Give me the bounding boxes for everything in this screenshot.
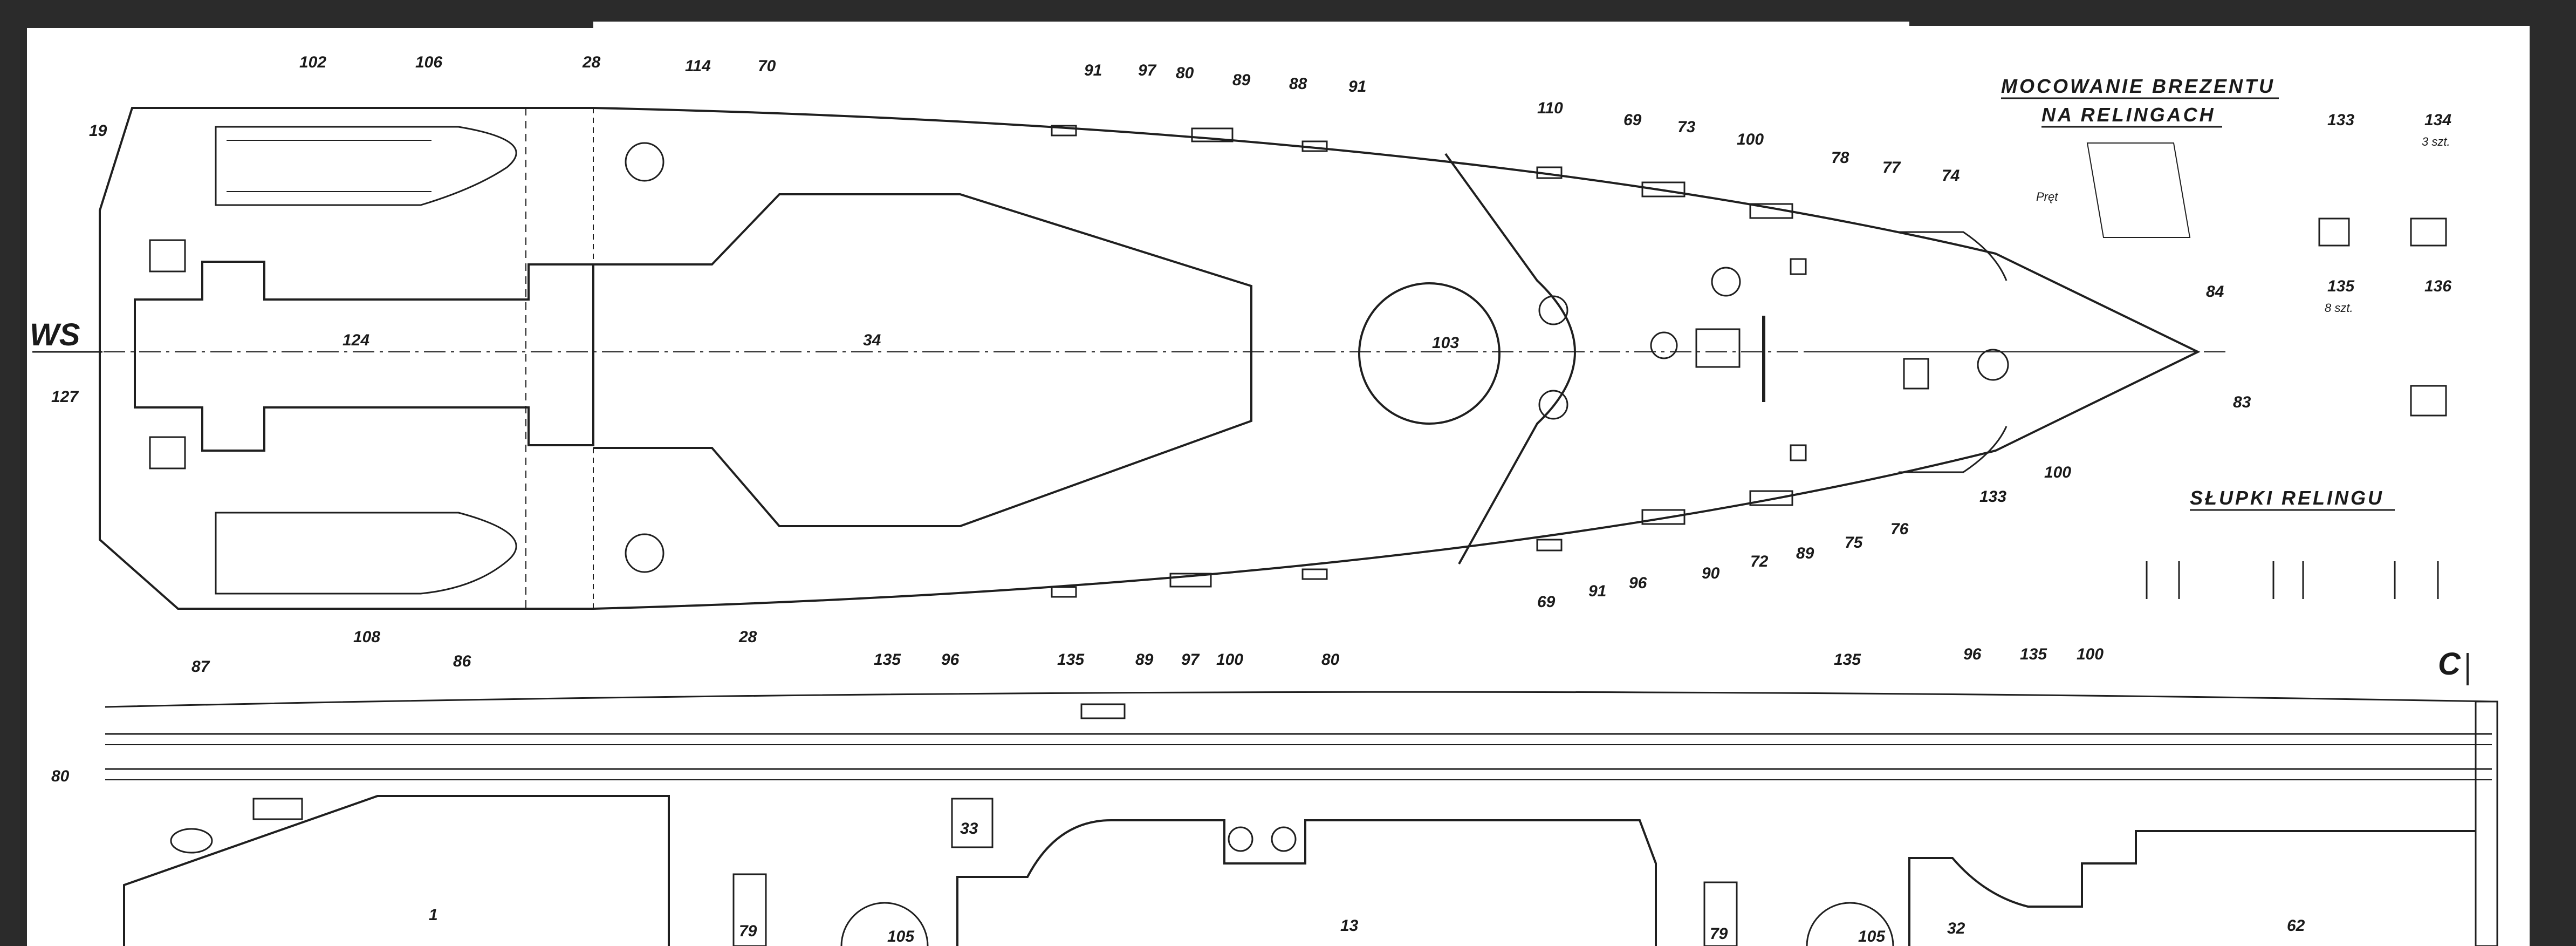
side-labels: 1 79 105 13 79 105 32 62 33 bbox=[429, 820, 2305, 945]
deck-plan bbox=[32, 107, 2228, 610]
callout: 97 bbox=[1138, 62, 1157, 79]
callout: 80 bbox=[51, 767, 70, 785]
deck-labels: 124 34 103 bbox=[342, 331, 1459, 352]
callout: 91 bbox=[1588, 582, 1606, 600]
callout: 100 bbox=[2077, 645, 2104, 663]
callout: 73 bbox=[1677, 118, 1696, 136]
callout: 69 bbox=[1623, 111, 1642, 129]
label-33: 33 bbox=[960, 820, 978, 838]
side-elevation bbox=[105, 691, 2498, 946]
callout: 102 bbox=[299, 53, 326, 71]
title-line-1: MOCOWANIE BREZENTU bbox=[2001, 75, 2275, 97]
callout: 127 bbox=[51, 388, 79, 406]
callout: 89 bbox=[1232, 71, 1251, 89]
label-13: 13 bbox=[1340, 917, 1359, 935]
callout: 91 bbox=[1348, 78, 1366, 96]
title-line-2: NA RELINGACH bbox=[2041, 104, 2216, 126]
legend-136: 136 bbox=[2424, 277, 2451, 295]
label-79: 79 bbox=[739, 922, 757, 940]
callout: 100 bbox=[1216, 651, 1243, 669]
side-callouts: 87 86 80 135 96 135 89 97 100 80 135 96 … bbox=[51, 645, 2104, 785]
callout: 88 bbox=[1289, 75, 1307, 93]
callout: 108 bbox=[353, 628, 380, 646]
callout: 135 bbox=[1834, 651, 1861, 669]
callout: 135 bbox=[1057, 651, 1085, 669]
callout: 80 bbox=[1321, 651, 1340, 669]
label-105b: 105 bbox=[1858, 928, 1886, 945]
label-34: 34 bbox=[863, 331, 881, 349]
callout: 100 bbox=[1737, 131, 1764, 148]
callout: 80 bbox=[1176, 64, 1194, 82]
callout: 28 bbox=[582, 53, 601, 71]
legend-133: 133 bbox=[2327, 111, 2354, 129]
pret-label: Pręt bbox=[2036, 190, 2058, 203]
title-block: MOCOWANIE BREZENTU NA RELINGACH Pręt bbox=[2001, 75, 2279, 238]
label-1: 1 bbox=[429, 906, 438, 924]
callout: 76 bbox=[1890, 520, 1909, 538]
callout: 96 bbox=[1963, 645, 1982, 663]
label-32: 32 bbox=[1947, 920, 1965, 937]
callout: 69 bbox=[1537, 593, 1556, 611]
callout: 97 bbox=[1181, 651, 1200, 669]
callout: 90 bbox=[1702, 564, 1720, 582]
callout: 78 bbox=[1831, 149, 1849, 167]
callout: 135 bbox=[874, 651, 901, 669]
callout: 86 bbox=[453, 652, 471, 670]
callout: 74 bbox=[1942, 167, 1960, 185]
section-marker: C bbox=[2438, 646, 2461, 682]
callout: 135 bbox=[2020, 645, 2047, 663]
callout: 84 bbox=[2206, 283, 2224, 301]
legend-135-qty: 8 szt. bbox=[2325, 301, 2353, 315]
label-124: 124 bbox=[342, 331, 369, 349]
legend-135: 135 bbox=[2327, 277, 2355, 295]
callout: 89 bbox=[1796, 545, 1814, 562]
parts-legend: 133 134 3 szt. 135 8 szt. 136 bbox=[2318, 111, 2451, 417]
callout: 70 bbox=[758, 57, 776, 75]
callout: 96 bbox=[1629, 574, 1647, 592]
callout: 91 bbox=[1084, 62, 1102, 79]
callout: 77 bbox=[1882, 159, 1901, 176]
callout: 83 bbox=[2233, 393, 2251, 411]
callout: 28 bbox=[738, 628, 757, 646]
callout: 100 bbox=[2044, 464, 2071, 481]
railing-section: SŁUPKI RELINGU bbox=[2146, 487, 2439, 599]
callout: 72 bbox=[1750, 553, 1769, 570]
callout: 110 bbox=[1537, 99, 1563, 117]
top-callouts: 102 106 28 114 70 91 97 80 89 88 91 110 … bbox=[51, 53, 2251, 646]
callout: 89 bbox=[1135, 651, 1154, 669]
callout: 106 bbox=[415, 53, 442, 71]
legend-134-qty: 3 szt. bbox=[2422, 135, 2450, 148]
label-103: 103 bbox=[1432, 334, 1459, 352]
callout: 19 bbox=[89, 122, 107, 140]
legend-134: 134 bbox=[2424, 111, 2451, 129]
railing-title: SŁUPKI RELINGU bbox=[2190, 487, 2384, 509]
label-79b: 79 bbox=[1710, 925, 1728, 943]
callout: 87 bbox=[191, 658, 210, 676]
callout: 133 bbox=[1979, 488, 2006, 506]
callout: 114 bbox=[685, 57, 711, 75]
callout: 75 bbox=[1845, 534, 1864, 552]
label-62: 62 bbox=[2287, 917, 2305, 935]
bow-marker: WS bbox=[30, 317, 80, 352]
callout: 96 bbox=[941, 651, 960, 669]
label-105: 105 bbox=[887, 928, 915, 945]
